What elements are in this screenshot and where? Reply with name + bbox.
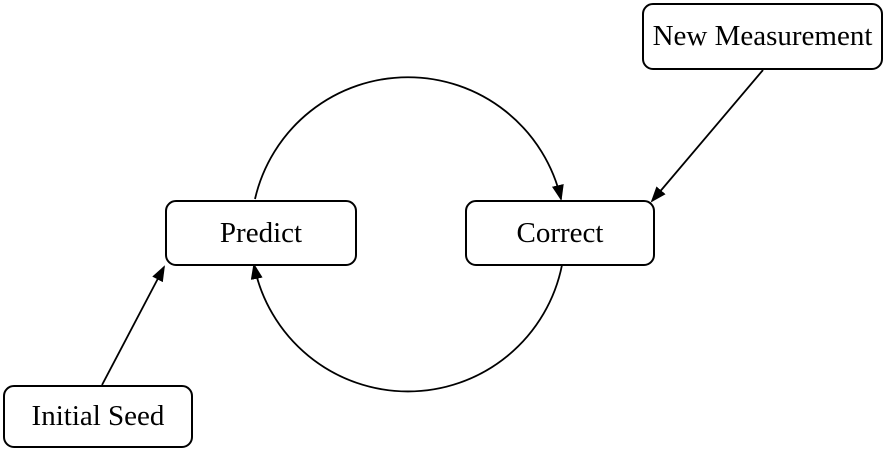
predict-node-label: Predict <box>219 216 303 249</box>
initial-seed-node-label: Initial Seed <box>31 400 165 432</box>
correct-node: Correct <box>465 200 655 266</box>
new-measurement-node: New Measurement <box>642 3 883 70</box>
correct-to-predict-arrow <box>250 263 563 393</box>
initial-seed-to-predict-arrow <box>101 265 165 386</box>
predict-node: Predict <box>165 200 357 266</box>
new-measurement-node-label: New Measurement <box>652 20 873 52</box>
new-measurement-to-correct-arrow <box>650 69 764 203</box>
predict-to-correct-arrow <box>254 76 564 201</box>
initial-seed-node: Initial Seed <box>3 385 193 448</box>
correct-node-label: Correct <box>516 216 604 249</box>
